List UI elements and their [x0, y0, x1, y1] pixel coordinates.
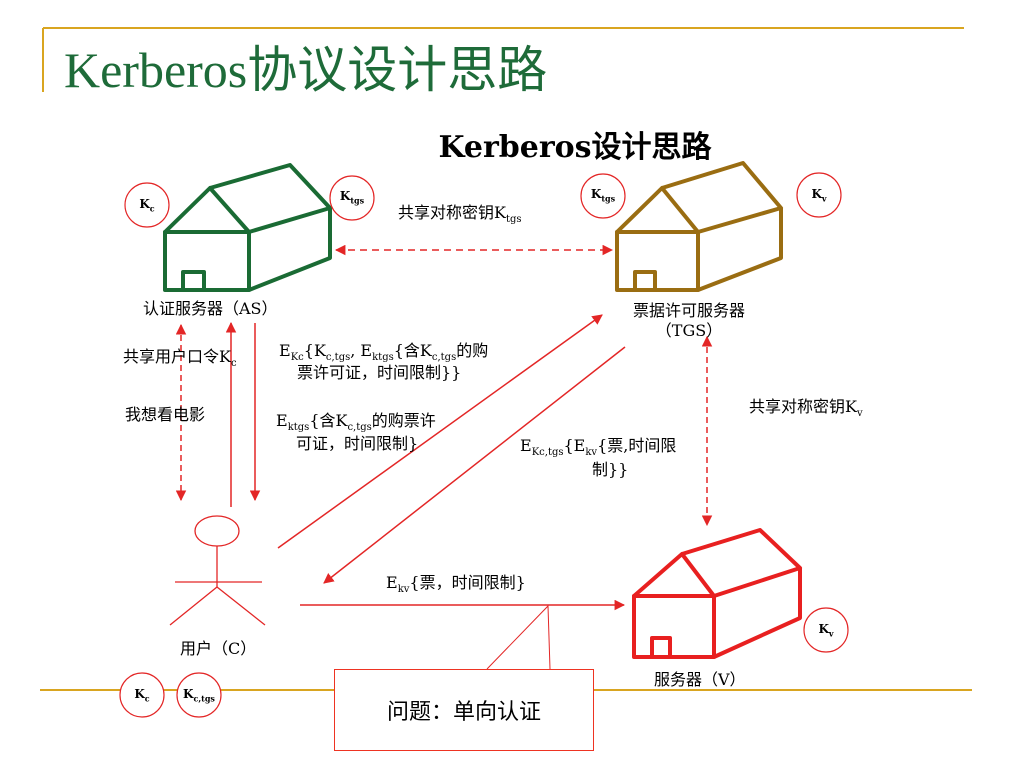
as-label: 认证服务器（AS） [143, 299, 278, 318]
user-as-shared-password-label: 共享用户口令Kc [123, 347, 237, 370]
tgs-label-line1: 票据许可服务器 [632, 301, 745, 320]
tgs-to-user-arrow [323, 346, 626, 584]
want-movie-label: 我想看电影 [125, 405, 206, 424]
to-tgs-label-line1: Ektgs{含Kc,tgs的购票许 [276, 411, 436, 434]
as-kc-label: Kc [139, 197, 155, 214]
tgs-server-shared-key-label: 共享对称密钥Kv [749, 397, 863, 420]
diagram-subtitle: Kerberos设计思路 [438, 130, 712, 165]
tgs-ktgs-key-circle [580, 173, 626, 219]
tgs-kv-key-circle [796, 172, 842, 218]
user-kc-key-circle [119, 672, 165, 718]
tgs-ktgs-label: Ktgs [590, 187, 616, 204]
user-figure [169, 515, 266, 626]
as-ktgs-label: Ktgs [339, 189, 365, 206]
server-label: 服务器（V） [654, 670, 746, 689]
tgs-reply-label-line1: EKc,tgs{Ekv{票,时间限 [520, 436, 677, 459]
server-kv-label: Kv [818, 622, 834, 639]
as-ktgs-key-circle [329, 175, 375, 221]
as-reply-label-line2: 票许可证，时间限制}} [297, 363, 462, 382]
tgs-reply-label-line2: 制}} [592, 460, 629, 479]
service-server-house [632, 528, 802, 659]
as-kc-key-circle [124, 182, 170, 228]
to-tgs-label-line2: 可证，时间限制} [296, 434, 419, 453]
problem-callout: 问题：单向认证 [334, 669, 594, 751]
tgs-label-line2: （TGS） [655, 321, 723, 340]
as-reply-label-line1: EKc{Kc,tgs, Ektgs{含Kc,tgs的购 [279, 341, 489, 364]
user-kc-label: Kc [134, 687, 150, 704]
user-label: 用户（C） [180, 639, 257, 658]
as-tgs-shared-key-label: 共享对称密钥Ktgs [398, 203, 522, 226]
user-kctgs-key-circle [176, 672, 222, 718]
tgs-server-house [615, 161, 783, 292]
callout-pointer [486, 604, 551, 670]
tgs-kv-label: Kv [811, 187, 827, 204]
user-kctgs-label: Kc,tgs [183, 687, 215, 704]
slide-title: Kerberos协议设计思路 [64, 42, 548, 98]
user-to-tgs-arrow [277, 314, 603, 549]
to-server-label: Ekv{票，时间限制} [386, 573, 526, 596]
as-server-house [163, 163, 332, 292]
server-kv-key-circle [803, 607, 849, 653]
